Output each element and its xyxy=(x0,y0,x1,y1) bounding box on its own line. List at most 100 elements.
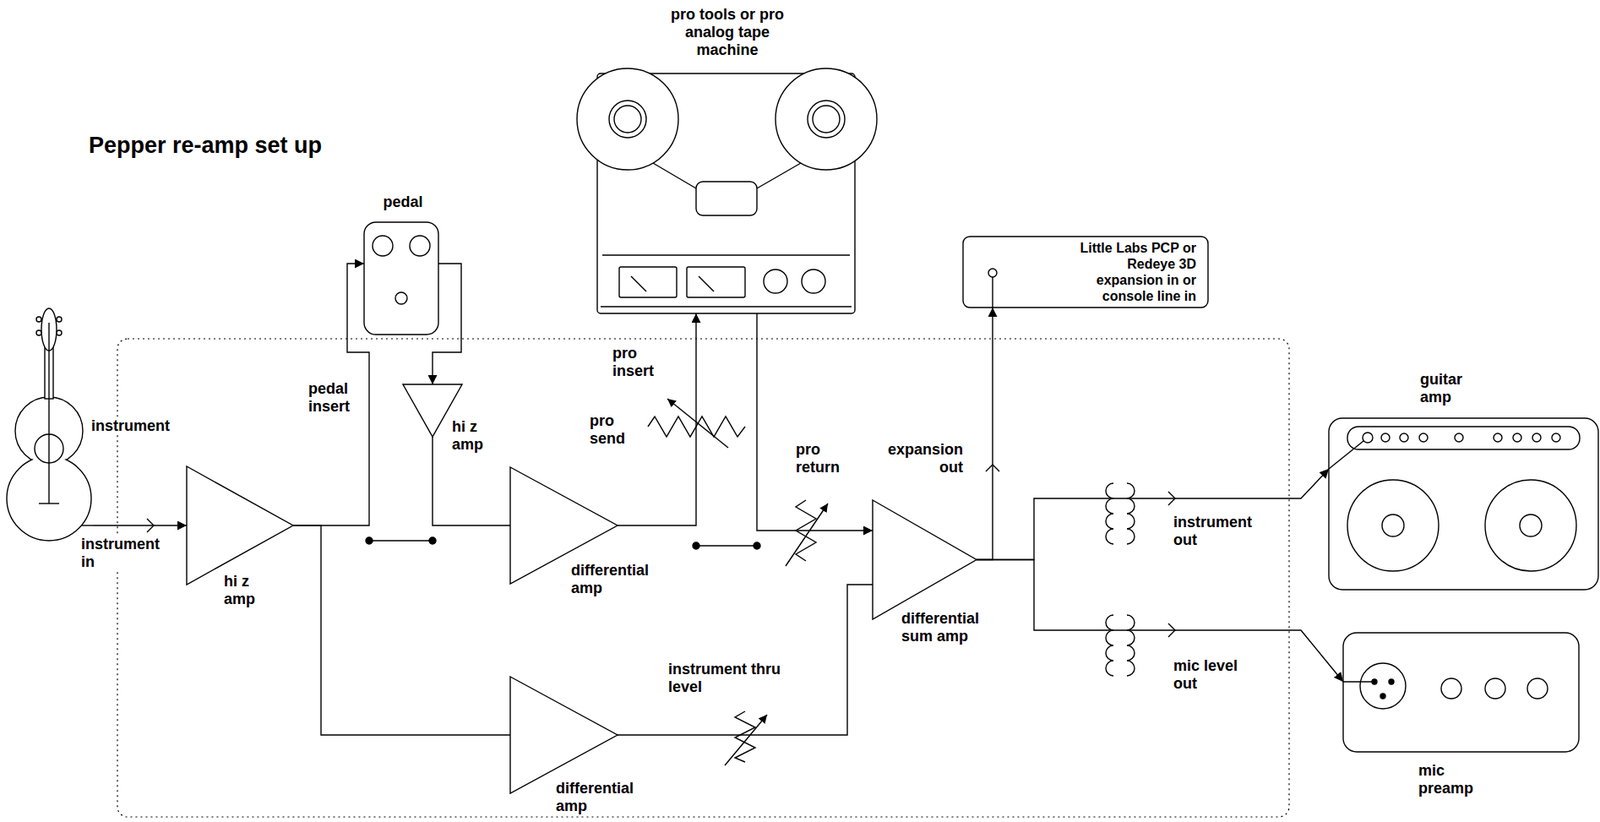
connector xyxy=(976,307,993,561)
amp-knob xyxy=(1493,433,1503,442)
transformers xyxy=(1105,483,1135,676)
cable-stub xyxy=(81,524,93,526)
pedal-footswitch xyxy=(395,292,408,305)
tape-machine: pro tools or pro analog tape machine xyxy=(597,73,855,314)
connector xyxy=(976,468,1329,561)
node-drawing xyxy=(364,222,439,335)
wiper-arrow xyxy=(785,503,828,566)
tuning-peg xyxy=(56,330,62,336)
connector xyxy=(92,524,187,526)
signal-label: mic level out xyxy=(1171,657,1257,693)
device-box xyxy=(963,236,1209,308)
transformer-coil xyxy=(1126,614,1135,676)
reel-hub xyxy=(609,100,647,138)
node-drawing xyxy=(6,308,93,541)
node-label: Little Labs PCP or Redeye 3D expansion i… xyxy=(1076,239,1198,305)
effect-pedal: pedal xyxy=(364,222,439,335)
tuning-peg xyxy=(56,316,62,322)
input-port xyxy=(988,268,997,278)
preamp-box xyxy=(1343,632,1579,752)
switch-contact xyxy=(753,542,761,550)
switch-bar xyxy=(696,544,757,546)
amp-knob xyxy=(1399,433,1409,442)
meter-needle xyxy=(698,276,714,292)
node-outline xyxy=(5,305,93,545)
vu-meter xyxy=(686,266,746,298)
node-label: hi z amp xyxy=(450,418,495,454)
tape-knob xyxy=(801,269,826,294)
transformer-coil xyxy=(1105,483,1114,545)
transformer-coil xyxy=(1105,614,1114,676)
resistor-symbol xyxy=(734,711,756,762)
jack-lead xyxy=(1328,440,1364,469)
node-outline xyxy=(186,466,294,585)
amp-triangle xyxy=(510,676,618,794)
node-outline xyxy=(1343,632,1579,752)
node-drawing xyxy=(186,466,294,585)
tape-reel xyxy=(576,68,679,170)
reel-hub xyxy=(812,105,840,133)
amp-knob xyxy=(1512,433,1522,442)
node-outline xyxy=(1328,418,1599,590)
tape-knob xyxy=(763,269,788,294)
vu-meter xyxy=(619,266,677,298)
node-drawing xyxy=(510,676,618,794)
node-label: differential amp xyxy=(569,561,671,598)
flow-chevrons xyxy=(146,464,1176,637)
device-box: Little Labs PCP or Redeye 3D expansion i… xyxy=(963,236,1209,308)
amp-knob xyxy=(1551,433,1561,442)
node-drawing xyxy=(1328,418,1599,590)
xlr-socket xyxy=(1360,663,1406,709)
tape-head xyxy=(696,181,757,216)
signal-label: expansion out xyxy=(875,440,965,477)
control-label: pro send xyxy=(587,412,634,448)
amp-knob xyxy=(1419,433,1428,442)
tape-reel xyxy=(775,68,877,170)
tape-path xyxy=(653,163,697,189)
amplifier: hi z amp xyxy=(402,384,463,437)
speaker-cone xyxy=(1347,479,1439,572)
speaker-cap xyxy=(1519,514,1542,537)
xlr-lead xyxy=(1343,680,1372,682)
input-jack xyxy=(1362,432,1373,443)
switch-bar xyxy=(369,539,433,541)
switch-contact xyxy=(365,537,373,545)
meter-needle xyxy=(631,276,647,292)
amp-knob xyxy=(1532,433,1541,442)
tape-body xyxy=(597,73,855,314)
diagram-title: Pepper re-amp set up xyxy=(87,131,324,159)
preamp-knob xyxy=(1527,678,1548,699)
node-label: instrument xyxy=(89,417,172,436)
mic-preamp: mic preamp xyxy=(1343,632,1579,752)
node-label: pedal xyxy=(347,193,459,212)
preamp-knob xyxy=(1441,678,1462,699)
switch-contact xyxy=(692,542,700,550)
node-label: differential sum amp xyxy=(899,609,1002,646)
port-lead xyxy=(991,277,993,308)
amp-triangle xyxy=(186,466,294,585)
node-drawing xyxy=(872,500,977,620)
signal-label: pedal insert xyxy=(306,380,363,416)
preamp-knob xyxy=(1485,678,1506,699)
guitar-figure: instrument xyxy=(5,305,93,545)
connector xyxy=(976,560,1344,683)
signal-label: instrument in xyxy=(79,535,175,572)
connector xyxy=(617,584,873,735)
node-label: pro tools or pro analog tape machine xyxy=(654,5,800,60)
pedal-knob xyxy=(409,235,430,256)
connector xyxy=(293,525,511,735)
pedal-body xyxy=(364,222,439,335)
node-drawing xyxy=(963,236,1209,308)
amplifier: hi z amp xyxy=(186,466,294,585)
xlr-pin xyxy=(1388,679,1394,685)
speaker-cone xyxy=(1485,479,1577,572)
speaker-cap xyxy=(1382,514,1405,537)
transformer-coil xyxy=(1126,483,1135,545)
node-label: guitar amp xyxy=(1418,370,1481,407)
tuning-peg xyxy=(36,316,42,322)
guitar-amp: guitar amp xyxy=(1328,418,1599,590)
amp-triangle xyxy=(872,500,977,620)
node-label: hi z amp xyxy=(222,572,267,609)
node-drawing xyxy=(576,68,877,314)
